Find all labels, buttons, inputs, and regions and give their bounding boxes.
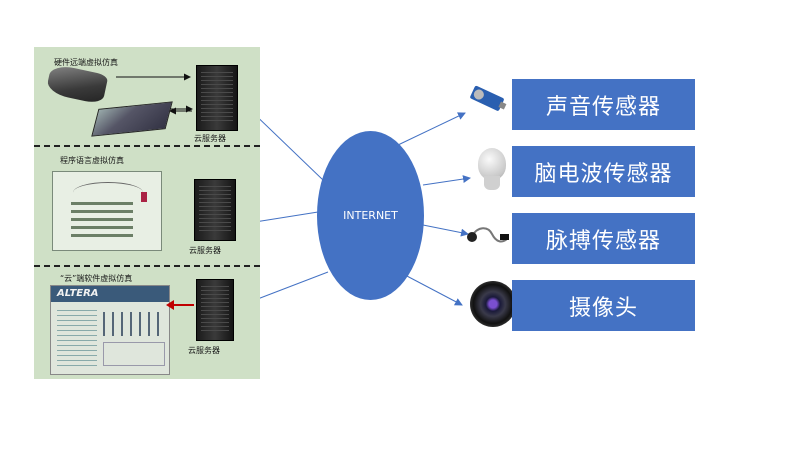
eeg-sensor-label: 脑电波传感器 — [534, 161, 673, 187]
software-logo: ALTERA — [57, 288, 99, 299]
server-label: 云服务器 — [189, 246, 221, 255]
pulse-sensor-box: 脉搏传感器 — [512, 213, 695, 264]
lab-layout-diagram — [52, 171, 162, 251]
section-divider — [34, 145, 260, 147]
red-arrow-icon — [166, 300, 194, 310]
software-screenshot: ALTERA — [50, 285, 170, 375]
connector-to-pulse-sensor — [422, 224, 469, 237]
section-title-hardware: 硬件远端虚拟仿真 — [54, 58, 118, 67]
connector-internet-to-section2 — [254, 211, 319, 223]
connector-internet-to-section3 — [254, 271, 329, 301]
pulse-sensor-cable-icon — [466, 224, 510, 248]
cloud-server-icon — [196, 65, 238, 131]
internet-label: INTERNET — [343, 209, 398, 222]
cloud-server-icon — [194, 179, 236, 241]
pulse-sensor-label: 脉搏传感器 — [545, 228, 661, 254]
simulation-panel: 硬件远端虚拟仿真 云服务器 程序语言虚拟仿真 云服务器 “云”端软件虚拟仿真 A… — [34, 47, 260, 379]
section1-arrows — [116, 73, 193, 115]
sound-sensor-label: 声音传感器 — [545, 94, 661, 120]
connector-to-camera — [404, 274, 463, 306]
camera-box: 摄像头 — [512, 280, 695, 331]
head-silhouette-icon — [474, 148, 510, 192]
camera-lens-icon — [470, 281, 516, 327]
sound-sensor-box: 声音传感器 — [512, 79, 695, 130]
camera-label: 摄像头 — [568, 295, 638, 321]
section-title-programming: 程序语言虚拟仿真 — [60, 156, 124, 165]
section-divider — [34, 265, 260, 267]
section-title-cloud-software: “云”端软件虚拟仿真 — [60, 274, 133, 283]
eeg-sensor-box: 脑电波传感器 — [512, 146, 695, 197]
server-label: 云服务器 — [194, 134, 226, 143]
cloud-server-icon — [196, 279, 234, 341]
internet-node: INTERNET — [317, 131, 424, 300]
connector-to-sound-sensor — [397, 112, 466, 146]
server-label: 云服务器 — [188, 346, 220, 355]
connector-to-eeg-sensor — [422, 175, 471, 186]
